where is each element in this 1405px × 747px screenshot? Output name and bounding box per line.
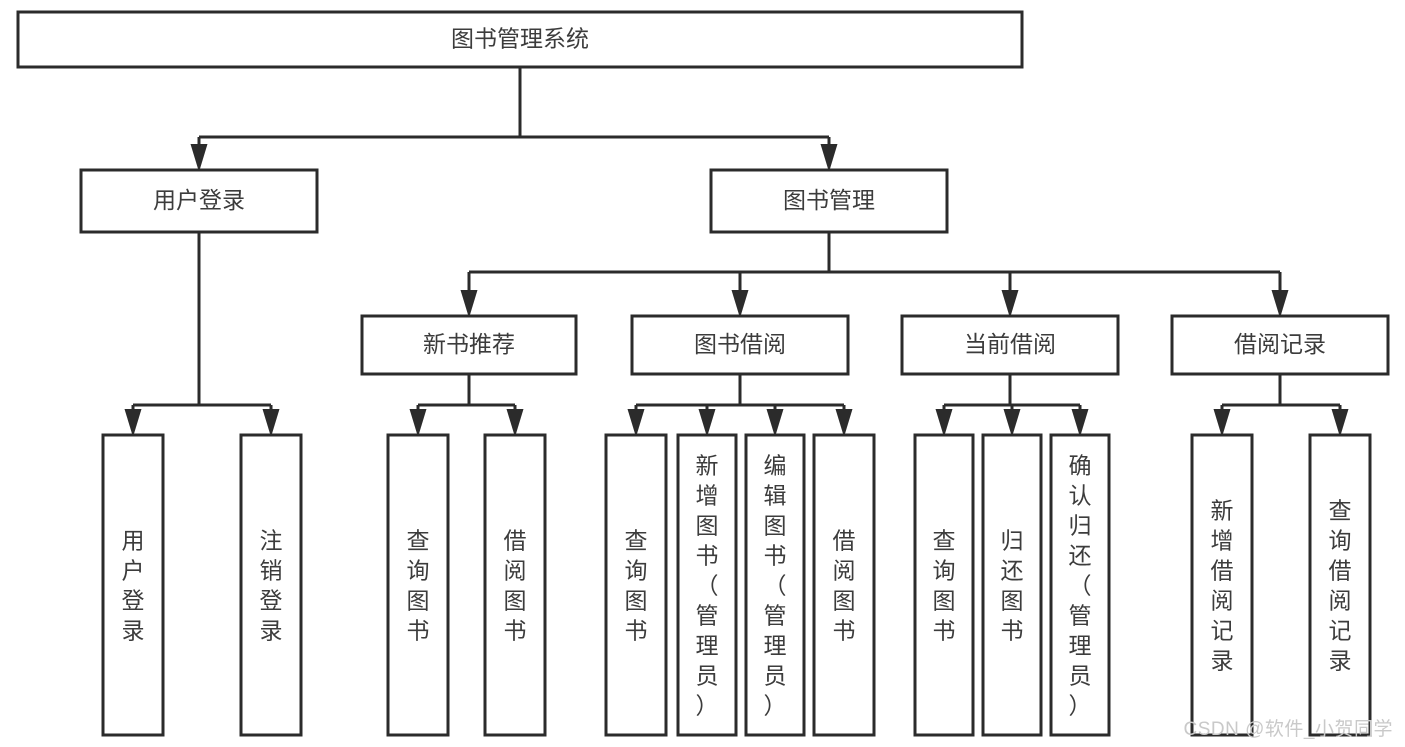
arrow-head-icon	[1071, 409, 1089, 437]
node-label: 查询图书	[933, 527, 956, 643]
arrow-head-icon	[262, 409, 280, 437]
node-box[interactable]	[630, 314, 850, 376]
node-label: 注销登录	[260, 527, 283, 643]
node-l10[interactable]: 归还图书	[981, 433, 1043, 737]
node-label: 图书管理	[783, 187, 875, 213]
node-box[interactable]	[812, 433, 876, 737]
node-l3[interactable]: 查询图书	[386, 433, 450, 737]
node-label: 用户登录	[122, 527, 145, 643]
node-l7[interactable]: 编辑图书（管理员）	[744, 433, 806, 737]
arrow-head-icon	[190, 144, 208, 172]
arrow-head-icon	[820, 144, 838, 172]
node-box[interactable]	[744, 433, 806, 737]
node-l1[interactable]: 用户登录	[101, 433, 165, 737]
arrow-head-icon	[1213, 409, 1231, 437]
node-label: 借阅图书	[833, 527, 856, 643]
node-label: 查询图书	[625, 527, 648, 643]
node-label: 确认归还（管理员）	[1069, 452, 1092, 718]
node-n3a[interactable]: 新书推荐	[360, 314, 578, 376]
connector-group	[935, 374, 1089, 437]
node-layer: 图书管理系统用户登录图书管理新书推荐图书借阅当前借阅借阅记录用户登录注销登录查询…	[16, 10, 1390, 737]
node-box[interactable]	[79, 168, 319, 234]
node-box[interactable]	[16, 10, 1024, 69]
node-box[interactable]	[709, 168, 949, 234]
node-l8[interactable]: 借阅图书	[812, 433, 876, 737]
node-label: 当前借阅	[964, 331, 1056, 357]
node-box[interactable]	[360, 314, 578, 376]
node-box[interactable]	[676, 433, 738, 737]
node-label: 归还图书	[1001, 527, 1024, 643]
node-box[interactable]	[239, 433, 303, 737]
connector-group	[460, 232, 1289, 318]
node-label: 新增借阅记录	[1211, 497, 1234, 673]
node-n2b[interactable]: 图书管理	[709, 168, 949, 234]
node-l11[interactable]: 确认归还（管理员）	[1049, 433, 1111, 737]
node-l6[interactable]: 新增图书（管理员）	[676, 433, 738, 737]
node-label: 图书借阅	[694, 331, 786, 357]
node-l4[interactable]: 借阅图书	[483, 433, 547, 737]
connector-group	[627, 374, 853, 437]
node-box[interactable]	[1308, 433, 1372, 737]
node-label: 查询借阅记录	[1329, 497, 1352, 673]
arrow-head-icon	[1001, 290, 1019, 318]
node-n3c[interactable]: 当前借阅	[900, 314, 1120, 376]
arrow-head-icon	[1003, 409, 1021, 437]
arrow-head-icon	[766, 409, 784, 437]
node-box[interactable]	[483, 433, 547, 737]
node-n3b[interactable]: 图书借阅	[630, 314, 850, 376]
node-root[interactable]: 图书管理系统	[16, 10, 1024, 69]
node-label: 用户登录	[153, 187, 245, 213]
node-box[interactable]	[981, 433, 1043, 737]
arrow-head-icon	[1331, 409, 1349, 437]
connector-group	[1213, 374, 1349, 437]
arrow-head-icon	[506, 409, 524, 437]
arrow-head-icon	[1271, 290, 1289, 318]
node-label: 新书推荐	[423, 331, 515, 357]
node-l5[interactable]: 查询图书	[604, 433, 668, 737]
node-label: 图书管理系统	[451, 26, 589, 52]
node-l13[interactable]: 查询借阅记录	[1308, 433, 1372, 737]
arrow-head-icon	[409, 409, 427, 437]
node-label: 查询图书	[407, 527, 430, 643]
connector-layer	[124, 67, 1349, 437]
node-label: 借阅记录	[1234, 331, 1326, 357]
arrow-head-icon	[698, 409, 716, 437]
connector-group	[190, 67, 838, 172]
node-box[interactable]	[1049, 433, 1111, 737]
connector-group	[124, 232, 280, 437]
node-box[interactable]	[386, 433, 450, 737]
arrow-head-icon	[627, 409, 645, 437]
node-label: 借阅图书	[504, 527, 527, 643]
arrow-head-icon	[124, 409, 142, 437]
node-box[interactable]	[1190, 433, 1254, 737]
node-box[interactable]	[1170, 314, 1390, 376]
node-box[interactable]	[900, 314, 1120, 376]
node-l9[interactable]: 查询图书	[913, 433, 975, 737]
arrow-head-icon	[835, 409, 853, 437]
node-label: 新增图书（管理员）	[696, 452, 719, 718]
node-l2[interactable]: 注销登录	[239, 433, 303, 737]
node-n2a[interactable]: 用户登录	[79, 168, 319, 234]
node-l12[interactable]: 新增借阅记录	[1190, 433, 1254, 737]
arrow-head-icon	[460, 290, 478, 318]
node-box[interactable]	[101, 433, 165, 737]
node-label: 编辑图书（管理员）	[764, 452, 787, 718]
arrow-head-icon	[935, 409, 953, 437]
node-box[interactable]	[913, 433, 975, 737]
connector-group	[409, 374, 524, 437]
arrow-head-icon	[731, 290, 749, 318]
node-n3d[interactable]: 借阅记录	[1170, 314, 1390, 376]
node-box[interactable]	[604, 433, 668, 737]
